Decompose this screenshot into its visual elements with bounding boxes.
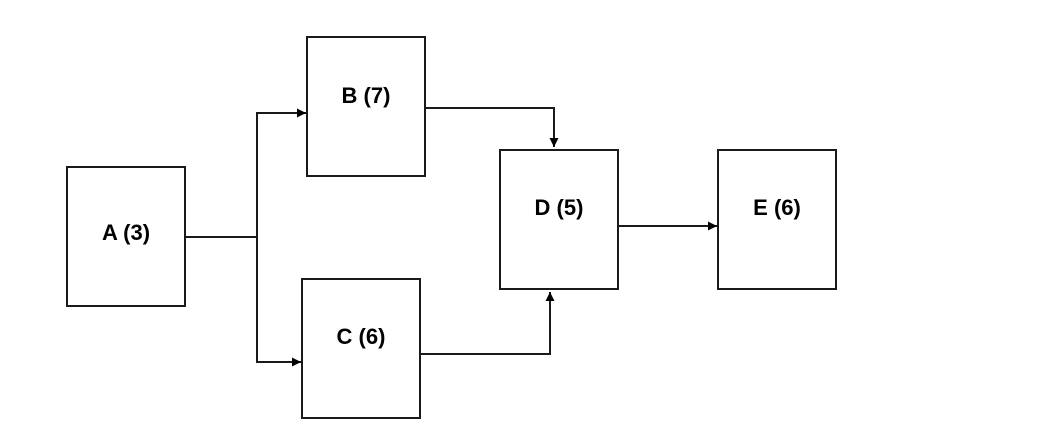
node-e: E (6) bbox=[717, 149, 837, 290]
node-e-label: E (6) bbox=[753, 195, 801, 220]
edge-c-d bbox=[421, 292, 555, 355]
node-b-label: B (7) bbox=[342, 83, 391, 108]
edge-a-c bbox=[256, 237, 301, 367]
node-b: B (7) bbox=[306, 36, 426, 177]
edges bbox=[186, 107, 717, 367]
node-c: C (6) bbox=[301, 278, 421, 419]
edge-a-b bbox=[186, 108, 306, 238]
node-a: A (3) bbox=[66, 166, 186, 307]
node-c-label: C (6) bbox=[337, 324, 386, 349]
edge-b-d bbox=[426, 107, 559, 147]
node-d: D (5) bbox=[499, 149, 619, 290]
node-d-label: D (5) bbox=[535, 195, 584, 220]
node-a-label: A (3) bbox=[102, 220, 150, 245]
